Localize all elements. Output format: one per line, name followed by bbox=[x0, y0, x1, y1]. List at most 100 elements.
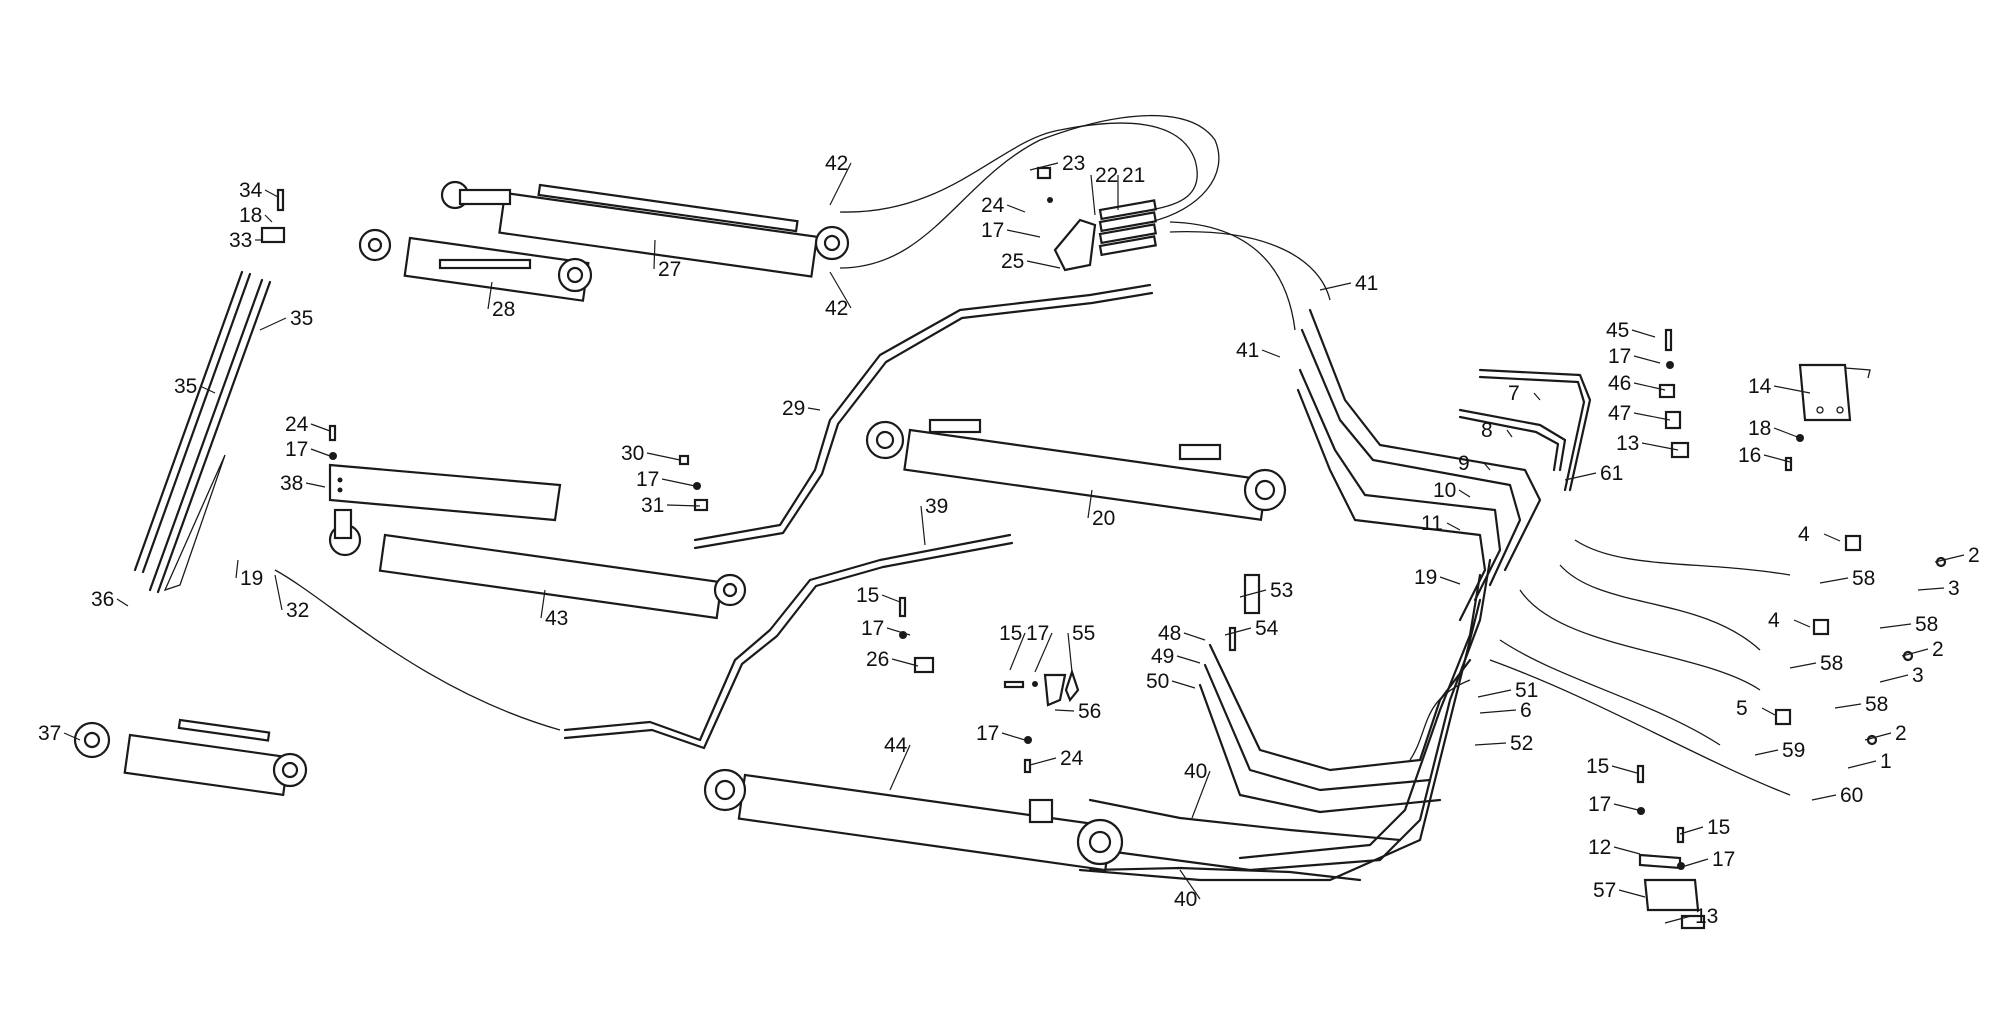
leader-line-l17b bbox=[1006, 229, 1041, 238]
callout-l15a: 15 bbox=[856, 584, 879, 607]
callout-l18a: 18 bbox=[239, 204, 262, 227]
valve-block-25 bbox=[1053, 199, 1158, 272]
fasteners bbox=[260, 166, 1947, 870]
leader-line-l14 bbox=[1773, 385, 1811, 394]
leader-line-l15d bbox=[1679, 826, 1704, 835]
hose-line bbox=[1519, 589, 1761, 691]
leader-line-l44 bbox=[889, 744, 911, 791]
callout-l35a: 35 bbox=[290, 307, 313, 330]
callout-l23: 23 bbox=[1062, 152, 1085, 175]
leader-line-l24b bbox=[1006, 204, 1026, 213]
leader-line-l22 bbox=[1090, 174, 1096, 216]
hose-line bbox=[1559, 564, 1761, 651]
leader-line-l31 bbox=[666, 504, 701, 507]
rigid-pipe-7-8 bbox=[1458, 368, 1592, 492]
leader-line-l30 bbox=[646, 452, 681, 461]
callout-l32: 32 bbox=[286, 599, 309, 622]
hose-line bbox=[839, 122, 1198, 213]
pipe-40 bbox=[1088, 798, 1402, 882]
leader-line-l7 bbox=[1533, 392, 1541, 401]
callout-l24c: 24 bbox=[1060, 747, 1084, 770]
leader-line-l57 bbox=[1618, 889, 1646, 898]
leader-line-l19b bbox=[1439, 576, 1461, 585]
leader-line-l27 bbox=[653, 239, 656, 270]
callout-l42b: 42 bbox=[825, 297, 848, 320]
hose-line bbox=[1489, 659, 1791, 796]
callout-l54: 54 bbox=[1255, 617, 1279, 640]
leader-line-l4b bbox=[1793, 619, 1811, 628]
callout-l15b: 15 bbox=[999, 622, 1022, 645]
leader-line-l15a bbox=[881, 594, 901, 603]
callout-l34: 34 bbox=[239, 179, 263, 202]
leader-line-l6 bbox=[1479, 709, 1517, 714]
cylinder-43 bbox=[328, 508, 747, 620]
leader-line-l13b bbox=[1664, 915, 1692, 924]
callout-l22: 22 bbox=[1095, 164, 1118, 187]
leader-line-l13a bbox=[1641, 442, 1679, 451]
rigid-pipe-bundle-right bbox=[1078, 308, 1542, 882]
leader-line-l56 bbox=[1054, 709, 1075, 712]
leader-line-l58b bbox=[1879, 623, 1912, 629]
callout-l58d: 58 bbox=[1865, 693, 1888, 716]
callout-l24b: 24 bbox=[981, 194, 1005, 217]
leader-line-l12 bbox=[1613, 846, 1641, 855]
callout-l39: 39 bbox=[925, 495, 948, 518]
callout-l21: 21 bbox=[1122, 164, 1145, 187]
leader-line-l53 bbox=[1239, 589, 1267, 598]
leader-line-l42b bbox=[829, 271, 852, 309]
leader-line-l2b bbox=[1901, 648, 1929, 657]
callout-l17c: 17 bbox=[636, 468, 659, 491]
callout-l43: 43 bbox=[545, 607, 568, 630]
leader-line-l19a bbox=[235, 559, 239, 579]
callout-l9: 9 bbox=[1458, 452, 1470, 475]
leader-line-l1 bbox=[1847, 760, 1877, 769]
callout-l42a: 42 bbox=[825, 152, 848, 175]
callout-l19b: 19 bbox=[1414, 566, 1437, 589]
callout-l27: 27 bbox=[658, 258, 681, 281]
leader-line-l34 bbox=[264, 189, 279, 198]
callout-l13a: 13 bbox=[1616, 432, 1639, 455]
callout-l17i: 17 bbox=[1712, 848, 1735, 871]
callout-l57: 57 bbox=[1593, 879, 1616, 902]
callout-l5: 5 bbox=[1736, 697, 1748, 720]
bracket-14 bbox=[1798, 363, 1871, 422]
hose-line bbox=[1169, 221, 1296, 331]
leader-line-l36 bbox=[116, 598, 129, 607]
leader-line-l29 bbox=[807, 407, 821, 411]
callout-l20: 20 bbox=[1092, 507, 1115, 530]
leader-line-l23 bbox=[1029, 162, 1059, 171]
callout-l30: 30 bbox=[621, 442, 644, 465]
leader-line-l40b bbox=[1179, 869, 1201, 900]
leader-line-l41a bbox=[1319, 282, 1352, 291]
callout-l44: 44 bbox=[884, 734, 908, 757]
callout-l61: 61 bbox=[1600, 462, 1623, 485]
leader-line-l50 bbox=[1171, 680, 1196, 689]
callout-l58b: 58 bbox=[1915, 613, 1938, 636]
hose-line bbox=[1409, 679, 1471, 761]
leader-line-l58a bbox=[1819, 577, 1849, 584]
callout-l7: 7 bbox=[1508, 382, 1520, 405]
callout-l17g: 17 bbox=[1608, 345, 1631, 368]
callout-l51: 51 bbox=[1515, 679, 1538, 702]
leader-line-l45 bbox=[1631, 329, 1656, 338]
callout-l47: 47 bbox=[1608, 402, 1631, 425]
cylinder-27 bbox=[440, 180, 850, 278]
leader-line-l9 bbox=[1483, 462, 1491, 471]
callout-l40b: 40 bbox=[1174, 888, 1197, 911]
leader-line-l18b bbox=[1773, 427, 1801, 439]
leader-line-l46 bbox=[1633, 382, 1666, 391]
leader-line-l28 bbox=[487, 281, 493, 310]
leader-line-l3b bbox=[1879, 674, 1909, 683]
callout-l33: 33 bbox=[229, 229, 252, 252]
callout-l31: 31 bbox=[641, 494, 664, 517]
callout-l2a: 2 bbox=[1968, 544, 1980, 567]
leader-line-l59 bbox=[1754, 749, 1779, 756]
callout-l8: 8 bbox=[1481, 419, 1493, 442]
leader-line-l20 bbox=[1087, 489, 1093, 519]
callout-l15d: 15 bbox=[1707, 816, 1730, 839]
callout-l36: 36 bbox=[91, 588, 114, 611]
callout-l15c: 15 bbox=[1586, 755, 1609, 778]
callout-l18b: 18 bbox=[1748, 417, 1771, 440]
